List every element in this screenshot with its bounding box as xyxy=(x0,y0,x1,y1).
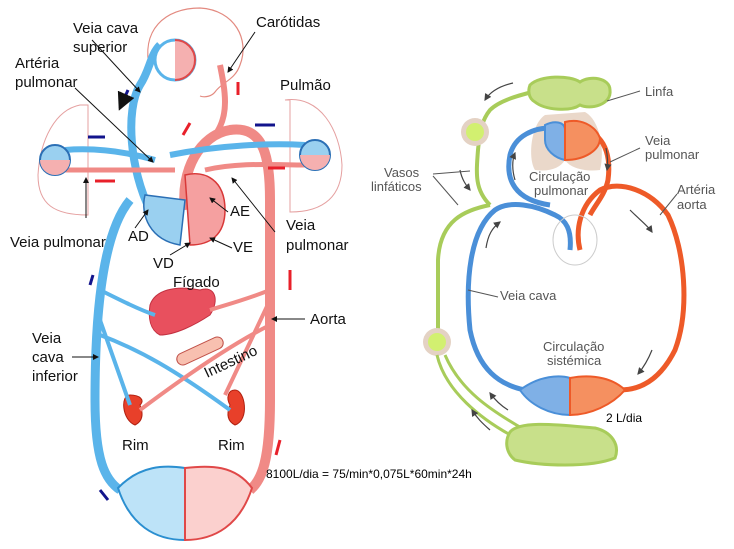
label-arteria-pulmonar-2: pulmonar xyxy=(15,74,78,91)
label-circulacao-pulmonar-2: pulmonar xyxy=(534,183,589,198)
label-ad: AD xyxy=(128,228,149,245)
label-veia-cava: Veia cava xyxy=(500,288,557,303)
inferior-vena-cava xyxy=(90,197,134,494)
label-veia-pulmonar-left: Veia pulmonar xyxy=(10,234,106,251)
liver xyxy=(148,287,216,336)
intestine xyxy=(176,336,224,366)
pulmonary-vein-right xyxy=(204,161,306,173)
label-arteria-pulmonar-1: Artéria xyxy=(15,55,60,72)
label-veia-pulmonar-right-2: pulmonar xyxy=(286,237,349,254)
label-veia-cava-inferior-2: cava xyxy=(32,349,64,366)
label-veia-pulmonar-2: pulmonar xyxy=(645,147,700,162)
flow-arrows xyxy=(88,82,292,501)
right-kidney xyxy=(227,389,245,426)
lymph-vessel-upper xyxy=(474,88,541,207)
label-veia-pulmonar-right-1: Veia xyxy=(286,217,316,234)
lymph-node-network-top xyxy=(527,75,612,111)
aorta-vessel-right xyxy=(575,183,687,393)
systemic-capillary-blue xyxy=(518,375,571,417)
lymph-vessel-left xyxy=(436,203,491,330)
label-rim-right: Rim xyxy=(218,437,245,454)
label-figado: Fígado xyxy=(173,274,220,291)
organ-veins xyxy=(98,288,232,412)
pulmonary-artery-left xyxy=(64,146,156,163)
flow-equation-annotation: 8100L/dia = 75/min*0,075L*60min*24h xyxy=(266,467,472,481)
right-circulation-diagram: Linfa Veia pulmonar Vasos linfáticos Cir… xyxy=(371,75,716,467)
flow-arrows-right xyxy=(459,82,653,431)
label-veia-pulmonar-1: Veia xyxy=(645,133,671,148)
heart-right-side xyxy=(143,194,186,246)
label-circulacao-sistemica-1: Circulação xyxy=(543,339,604,354)
label-veia-cava-inferior-3: inferior xyxy=(32,368,78,385)
label-veia-cava-superior-1: Veia cava xyxy=(73,20,139,37)
label-veia-cava-superior-2: superior xyxy=(73,39,127,56)
pulmonary-capillary-orange xyxy=(564,119,602,162)
aorta-vessel xyxy=(179,124,275,494)
vena-cava-vessel xyxy=(465,202,573,393)
label-circulacao-sistemica-2: sistémica xyxy=(547,353,602,368)
organ-arteries xyxy=(138,288,272,412)
lymph-flow-annotation: 2 L/dia xyxy=(606,411,642,425)
pulmonary-artery-right xyxy=(169,141,306,158)
leader-lines-right xyxy=(432,90,678,298)
right-lung-outline xyxy=(284,99,343,213)
superior-vena-cava xyxy=(127,42,164,212)
label-vasos-linfaticos-1: Vasos xyxy=(384,165,420,180)
label-pulmao: Pulmão xyxy=(280,77,331,94)
body-capillary-bed xyxy=(116,465,186,542)
heart-left-side xyxy=(184,173,226,246)
lymph-node-network-bottom xyxy=(505,422,618,467)
lymph-vessel-lower xyxy=(435,354,526,442)
leader-lines xyxy=(72,31,305,360)
label-linfa: Linfa xyxy=(645,84,674,99)
left-circulation-diagram: Veia cava superior Carótidas Artéria pul… xyxy=(10,7,349,542)
label-vd: VD xyxy=(153,255,174,272)
label-arteria-aorta-1: Artéria xyxy=(677,182,716,197)
label-arteria-aorta-2: aorta xyxy=(677,197,707,212)
label-ae: AE xyxy=(230,203,250,220)
label-vasos-linfaticos-2: linfáticos xyxy=(371,179,422,194)
label-carotidas: Carótidas xyxy=(256,14,320,31)
label-rim-left: Rim xyxy=(122,437,149,454)
head-outline xyxy=(147,7,244,98)
label-veia-cava-inferior-1: Veia xyxy=(32,330,62,347)
heart-outline-right xyxy=(552,214,598,266)
label-aorta: Aorta xyxy=(310,311,347,328)
systemic-capillary-orange xyxy=(569,375,627,417)
label-circulacao-pulmonar-1: Circulação xyxy=(529,169,590,184)
carotid-vessel xyxy=(212,64,228,137)
label-ve: VE xyxy=(233,239,253,256)
left-lung-outline xyxy=(37,104,89,216)
